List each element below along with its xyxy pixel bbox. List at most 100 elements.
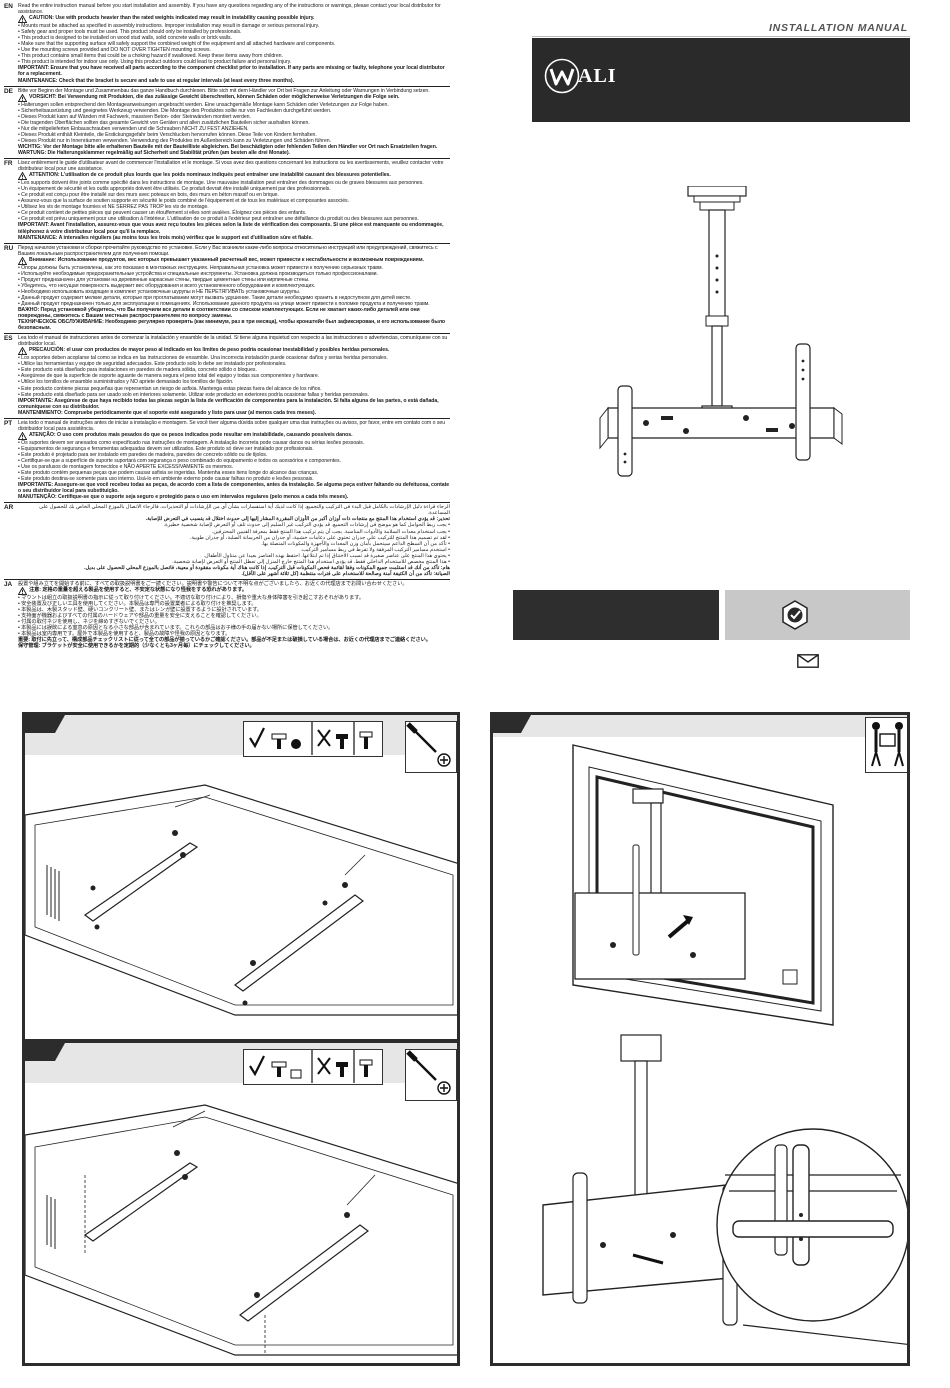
lang-line: • Equipamentos de segurança e ferramenta… xyxy=(18,445,314,452)
lang-line: ТЕХНИЧЕСКОЕ ОБСЛУЖИВАНИЕ: Необходимо рег… xyxy=(18,319,446,332)
lang-line: • يحتوي هذا المنتج على عناصر صغيرة قد تس… xyxy=(203,552,450,559)
lang-line: • يجب ربط الحوامل كما هو موضح في إرشادات… xyxy=(163,522,450,529)
lang-line: • Utilisez les vis de montage fournies e… xyxy=(18,204,209,211)
screwdriver-icon xyxy=(406,1050,451,1095)
lang-code: JA xyxy=(4,580,13,588)
lang-line: 重要: 取付に先立って、構成部品チェックリストに従って全ての部品が揃っているかご… xyxy=(18,637,431,644)
lang-line: CAUTION: Use with products heavier than … xyxy=(29,15,315,22)
lang-block-pt: PT Leia todo o manual de instruções ante… xyxy=(4,419,450,504)
lang-line: IMPORTANTE: Asegúrese de que haya recibi… xyxy=(18,397,439,410)
lang-line: • Utilice los tornillos de ensamble sumi… xyxy=(18,379,234,386)
lang-line: • Os suportes devem ser anexados como es… xyxy=(18,439,365,446)
lang-block-ru: RU Перед началом установки и сборки проч… xyxy=(4,244,450,335)
brand-logo: ALI xyxy=(544,58,617,94)
tool-box-2 xyxy=(405,1049,457,1101)
cross-icon xyxy=(317,1057,331,1075)
lang-line: • Make sure that the supporting surface … xyxy=(18,41,336,48)
lang-line: • Assurez-vous que la surface de soutien… xyxy=(18,198,349,205)
step-right-diagram xyxy=(493,715,907,1345)
lang-line: WARTUNG: Die Halterungsklammer regelmäßi… xyxy=(18,149,290,156)
lang-line: • 支持面が機器およびすべての付属のハードウェアや部品の重量を安全に支えることを… xyxy=(18,613,262,620)
lang-line: • Sicherheitsausrüstung und geeignetes W… xyxy=(18,107,332,114)
lang-line: • Ce produit contient de petites pièces … xyxy=(18,210,307,217)
info-panel-grey xyxy=(725,590,910,640)
hardware-box-1 xyxy=(243,721,383,757)
warning-triangle-icon xyxy=(18,586,27,595)
lang-line: • Dieses Produkt enthält Kleinteile, die… xyxy=(18,131,317,138)
lang-line: Bitte vor Beginn der Montage und Zusamme… xyxy=(18,87,430,94)
lang-line: • لقد تم تصميم هذا المنتج للتركيب على جد… xyxy=(189,534,450,541)
lang-line: • This product is intended for indoor us… xyxy=(18,59,292,66)
lang-line: WICHTIG: Vor der Montage bitte alle erha… xyxy=(18,143,438,150)
lang-line: • Данный продукт предназначен только для… xyxy=(18,300,430,307)
lang-code: FR xyxy=(4,160,13,168)
lang-line: • 本製品は室内専用です。屋外で本製品を使用すると、製品の故障や怪我の原因となり… xyxy=(18,631,231,638)
lang-line: ATTENTION: L'utilisation de ce produit p… xyxy=(29,172,391,179)
tool-box-1 xyxy=(405,721,457,773)
lang-line: VORSICHT: Bei Verwendung mit Produkten, … xyxy=(29,93,400,100)
lang-line: • Используйте необходимые предохранитель… xyxy=(18,270,378,277)
lang-line: • Safety gear and proper tools must be u… xyxy=(18,29,242,36)
lang-line: • This product is designed to be install… xyxy=(18,35,232,42)
check-icon xyxy=(249,727,265,749)
lang-line: • Este produto destina-se somente para u… xyxy=(18,476,314,483)
lang-line: PRECAUCIÓN: el usar con productos de may… xyxy=(29,347,390,354)
warning-triangle-icon xyxy=(18,347,27,356)
lang-line: • Este produto contém pequenas peças que… xyxy=(18,470,319,477)
lang-line: Lea todo el manual de instrucciones ante… xyxy=(18,335,448,348)
lang-line: Перед началом установки и сборки прочита… xyxy=(18,244,438,257)
lang-line: • Продукт предназначен для установки на … xyxy=(18,276,310,283)
lang-line: IMPORTANT: Ensure that you have received… xyxy=(18,65,445,78)
warning-triangle-icon xyxy=(18,93,27,102)
warning-triangle-icon xyxy=(18,431,27,440)
lang-line: • تأكد من أن السطح الداعم سيتحمل بأمان و… xyxy=(261,540,450,547)
lang-line: • Use os parafusos de montagem fornecido… xyxy=(18,464,234,471)
lang-line: • Необходимо использовать входящие в ком… xyxy=(18,288,301,295)
lang-line: • Los soportes deben acoplarse tal como … xyxy=(18,355,388,362)
lang-code: AR xyxy=(4,504,14,512)
lang-block-fr: FR Lisez entièrement le guide d'utilisat… xyxy=(4,159,450,244)
screwdriver-icon xyxy=(406,722,451,767)
title-divider xyxy=(532,36,910,37)
lang-block-en: EN Read the entire instruction manual be… xyxy=(4,2,450,87)
lang-line: • Este producto contiene piezas pequeñas… xyxy=(18,385,322,392)
warning-triangle-icon xyxy=(18,15,27,24)
step-panel-right xyxy=(490,712,910,1366)
lang-line: • Dieses Produkt nur in Innenräumen verw… xyxy=(18,137,331,144)
lang-line: MAINTENANCE: Check that the bracket is s… xyxy=(18,77,295,84)
lang-line: • This product contains small items that… xyxy=(18,53,283,60)
safety-instructions: EN Read the entire instruction manual be… xyxy=(4,2,450,692)
lang-line: 保守管理: ブラケットが安全に使用できるかを定期的（少なくとも3ヶ月毎）にチェッ… xyxy=(18,643,255,650)
lang-line: ATENÇÃO: O uso com produtos mais pesados… xyxy=(29,431,353,438)
lang-line: • Die tragenden Oberflächen sollten das … xyxy=(18,119,310,126)
lang-line: • Ce produit est prévu uniquement pour u… xyxy=(18,216,419,223)
ceiling-mount-illustration xyxy=(599,186,843,477)
two-person-icon xyxy=(871,722,904,767)
lang-line: • Certifique-se que a superfície de supo… xyxy=(18,458,341,464)
warning-triangle-icon xyxy=(18,172,27,181)
hardware-compare-graphic xyxy=(249,1050,373,1083)
lang-line: • 本製品には誤飲による窒息の原因となる小さな部品が含まれています。これらの部品… xyxy=(18,625,334,632)
lang-line: • Mounts must be attached as specified i… xyxy=(18,23,320,30)
lang-line: • Un équipement de sécurité et les outil… xyxy=(18,186,331,193)
lang-block-es: ES Lea todo el manual de instrucciones a… xyxy=(4,334,450,419)
lang-line: • 付属の取付ネジを使用し、ネジを締めすぎないでください。 xyxy=(18,619,160,626)
lang-line: • Убедитесь, что несущая поверхность выд… xyxy=(18,282,316,289)
lang-line: Lisez entièrement le guide d'utilisateur… xyxy=(18,160,444,173)
lang-line: الصيانة: تأكد من أن الكتيفة آمنة وصالحة … xyxy=(241,570,451,577)
lang-line: الرجاء قراءة دليل الإرشادات بالكامل قبل … xyxy=(39,504,450,517)
brand-bar xyxy=(532,38,910,122)
lang-line: تحذير: قد يؤدي استخدام هذا المنتج مع منت… xyxy=(145,516,450,523)
lang-line: • Utilice las herramientas y equipo de s… xyxy=(18,361,287,368)
lang-line: • Данный продукт содержит мелкие детали,… xyxy=(18,294,412,301)
lang-line: • Asegúrese de que la superficie de sopo… xyxy=(18,373,320,380)
hardware-compare-graphic xyxy=(249,722,373,755)
lang-line: • Les supports doivent être joints comme… xyxy=(18,180,424,187)
lang-code: RU xyxy=(4,244,14,252)
lang-line: • استخدم مسامير التركيب المرفقة ولا تفرط… xyxy=(300,546,451,553)
lang-line: ВАЖНО: Перед установкой убедитесь, что В… xyxy=(18,307,420,320)
warning-triangle-icon xyxy=(18,256,27,265)
lang-code: ES xyxy=(4,335,13,343)
lang-line: هام: تأكد من أنك قد استلمت جميع المكونات… xyxy=(84,564,450,571)
lang-line: • 安全装置及び正しい工具を使用してください。本製品は専門の設置業者による取り付… xyxy=(18,600,257,607)
